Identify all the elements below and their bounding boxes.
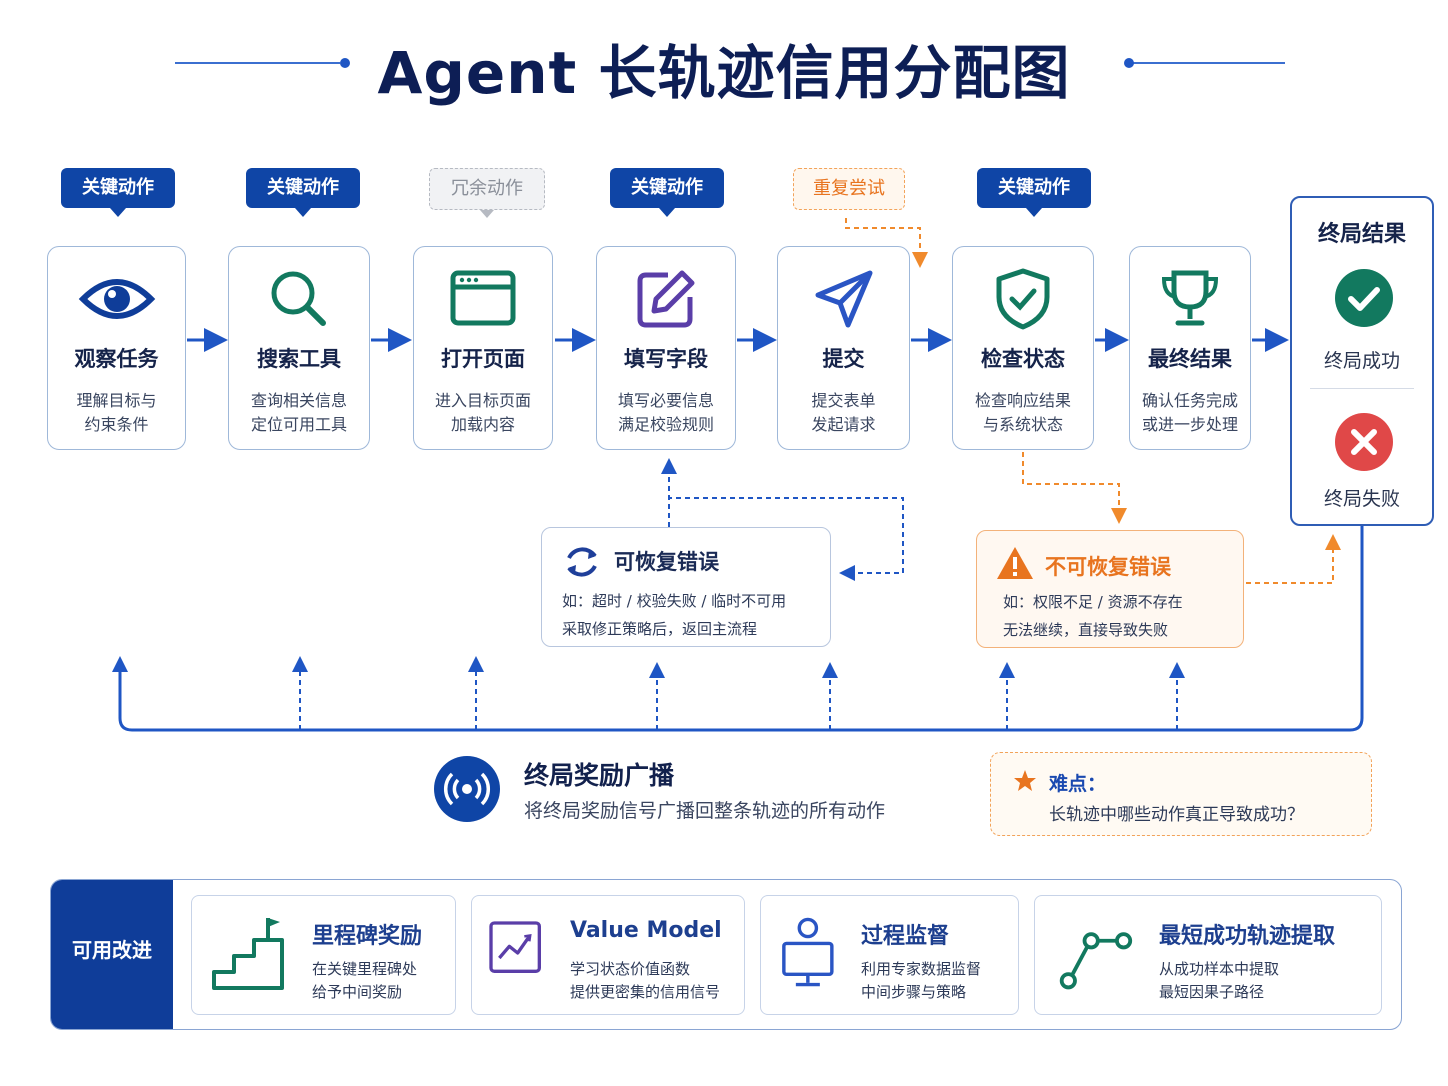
shield-check-icon: [953, 267, 1093, 331]
final-failure-label: 终局失败: [1323, 488, 1400, 510]
unrecoverable-error-box: 不可恢复错误 如：权限不足 / 资源不存在 无法继续，直接导致失败: [976, 530, 1244, 648]
broadcast-icon: [434, 756, 500, 822]
improvements-panel: 可用改进 里程碑奖励 在关键里程碑处 给予中间奖励 Value Model 学习…: [50, 879, 1402, 1030]
unrecoverable-title: 不可恢复错误: [1045, 555, 1171, 579]
improvements-label: 可用改进: [51, 880, 173, 1029]
improvement-card: 里程碑奖励 在关键里程碑处 给予中间奖励: [191, 895, 456, 1015]
improvement-desc: 中间步骤与策略: [861, 983, 967, 1001]
unrecoverable-line: 无法继续，直接导致失败: [1003, 621, 1169, 639]
step-name: 搜索工具: [257, 347, 341, 371]
recoverable-title: 可恢复错误: [614, 550, 719, 574]
trophy-icon: [1130, 267, 1250, 331]
step-desc: 提交表单: [811, 391, 876, 410]
path-nodes-icon: [1059, 932, 1133, 990]
difficulty-callout: 难点： 长轨迹中哪些动作真正导致成功？: [990, 752, 1372, 836]
improvement-card: Value Model 学习状态价值函数 提供更密集的信用信号: [471, 895, 745, 1015]
star-icon: [1014, 770, 1036, 791]
tag-key-action: 关键动作: [977, 168, 1091, 217]
improvement-desc: 最短因果子路径: [1159, 983, 1265, 1001]
recoverable-line: 采取修正策略后，返回主流程: [562, 620, 758, 638]
difficulty-body: 长轨迹中哪些动作真正导致成功？: [1049, 805, 1304, 825]
tag-retry: 重复尝试: [793, 168, 905, 210]
step-search-tool: 搜索工具 查询相关信息 定位可用工具: [228, 246, 370, 450]
step-submit: 提交 提交表单 发起请求: [777, 246, 910, 450]
step-desc: 定位可用工具: [250, 415, 347, 434]
final-title: 终局结果: [1317, 222, 1406, 247]
difficulty-title: 难点：: [1049, 773, 1107, 795]
x-circle-icon: [1335, 413, 1393, 471]
tag-key-action: 关键动作: [246, 168, 360, 217]
improvement-card: 最短成功轨迹提取 从成功样本中提取 最短因果子路径: [1034, 895, 1382, 1015]
trend-chart-icon: [489, 921, 541, 973]
improvement-desc: 在关键里程碑处: [312, 960, 418, 978]
improvement-title: Value Model: [570, 918, 722, 943]
recoverable-line: 如：超时 / 校验失败 / 临时不可用: [562, 592, 787, 610]
eye-icon: [48, 267, 185, 331]
improvement-desc: 从成功样本中提取: [1159, 960, 1280, 978]
tag-key-action: 关键动作: [610, 168, 724, 217]
step-check-state: 检查状态 检查响应结果 与系统状态: [952, 246, 1094, 450]
improvement-desc: 学习状态价值函数: [570, 960, 691, 978]
supervisor-monitor-icon: [782, 917, 834, 987]
improvement-desc: 给予中间奖励: [312, 983, 403, 1001]
final-success-label: 终局成功: [1323, 350, 1400, 372]
search-icon: [229, 267, 369, 331]
send-icon: [778, 267, 909, 331]
browser-window-icon: [414, 267, 552, 331]
broadcast-title: 终局奖励广播: [524, 761, 675, 790]
step-desc: 约束条件: [84, 415, 149, 434]
warning-icon: [997, 547, 1033, 579]
step-final-result: 最终结果 确认任务完成 或进一步处理: [1129, 246, 1251, 450]
step-desc: 或进一步处理: [1141, 415, 1238, 434]
step-desc: 满足校验规则: [617, 415, 714, 434]
step-desc: 加载内容: [450, 415, 515, 434]
step-open-page: 打开页面 进入目标页面 加载内容: [413, 246, 553, 450]
milestone-stairs-icon: [212, 918, 284, 990]
step-desc: 确认任务完成: [1141, 391, 1238, 410]
improvement-desc: 提供更密集的信用信号: [570, 983, 721, 1001]
divider: [1310, 388, 1414, 389]
step-desc: 理解目标与: [76, 391, 157, 410]
step-fill-fields: 填写字段 填写必要信息 满足校验规则: [596, 246, 736, 450]
step-name: 最终结果: [1148, 347, 1232, 371]
edit-icon: [597, 267, 735, 331]
improvement-desc: 利用专家数据监督: [861, 960, 982, 978]
improvement-card: 过程监督 利用专家数据监督 中间步骤与策略: [760, 895, 1019, 1015]
step-name: 检查状态: [981, 347, 1065, 371]
improvement-title: 最短成功轨迹提取: [1159, 924, 1336, 949]
page-title: Agent 长轨迹信用分配图: [377, 39, 1071, 107]
step-name: 提交: [822, 347, 865, 371]
step-desc: 查询相关信息: [250, 391, 347, 410]
broadcast-desc: 将终局奖励信号广播回整条轨迹的所有动作: [524, 800, 886, 822]
tag-key-action: 关键动作: [61, 168, 175, 217]
step-desc: 发起请求: [811, 415, 876, 434]
step-observe-task: 观察任务 理解目标与 约束条件: [47, 246, 186, 450]
step-desc: 进入目标页面: [434, 391, 531, 410]
step-name: 打开页面: [441, 347, 525, 371]
step-desc: 与系统状态: [982, 415, 1063, 434]
check-circle-icon: [1335, 269, 1393, 327]
recoverable-error-box: 可恢复错误 如：超时 / 校验失败 / 临时不可用 采取修正策略后，返回主流程: [541, 527, 831, 647]
improvement-title: 里程碑奖励: [312, 924, 423, 949]
step-name: 填写字段: [624, 347, 708, 371]
unrecoverable-line: 如：权限不足 / 资源不存在: [1003, 593, 1183, 611]
step-desc: 填写必要信息: [617, 391, 714, 410]
improvement-title: 过程监督: [861, 924, 950, 949]
tag-redundant-action: 冗余动作: [429, 168, 545, 218]
refresh-icon: [567, 547, 597, 577]
step-desc: 检查响应结果: [974, 391, 1071, 410]
step-name: 观察任务: [74, 347, 159, 371]
final-result-panel: 终局结果 终局成功 终局失败: [1290, 196, 1434, 526]
